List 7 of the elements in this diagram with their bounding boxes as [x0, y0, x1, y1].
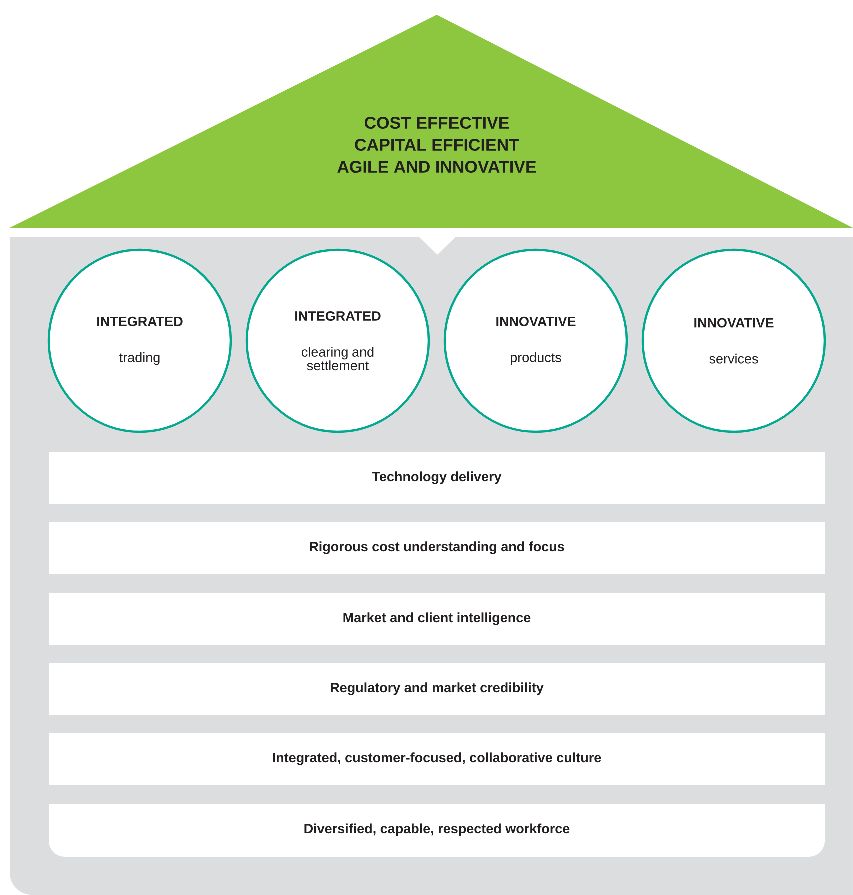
- foundation-bar: Rigorous cost understanding and focus: [49, 522, 825, 574]
- foundation-bar: Market and client intelligence: [49, 593, 825, 645]
- foundation-bar: Regulatory and market credibility: [49, 663, 825, 715]
- foundation-bar: Technology delivery: [49, 452, 825, 504]
- roof-triangle: COST EFFECTIVE CAPITAL EFFICIENT AGILE AND INNOVATIVE: [10, 15, 853, 228]
- foundation-bar: Diversified, capable, respected workforce: [49, 804, 825, 857]
- foundation-bar: Integrated, customer-focused, collaborative culture: [49, 733, 825, 785]
